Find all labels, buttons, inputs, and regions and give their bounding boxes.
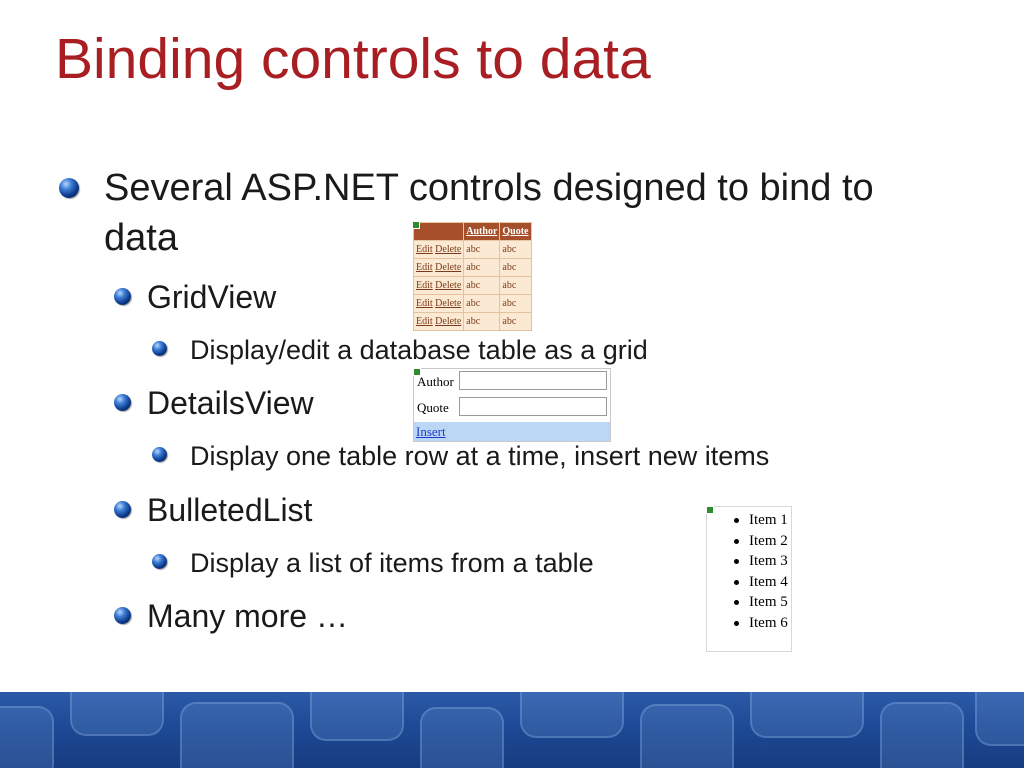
bullet-many-more: Many more …	[147, 598, 348, 634]
cell-author: abc	[463, 294, 501, 313]
footer-tile	[420, 707, 504, 768]
bullet-orb-icon	[59, 178, 79, 198]
footer-tile	[180, 702, 294, 768]
row-actions: Edit Delete	[412, 276, 465, 295]
footer-tile	[640, 704, 734, 768]
footer-tile	[70, 692, 164, 736]
gridview-table: Author Quote Edit Delete abc abc Edit De…	[412, 222, 532, 331]
cell-author: abc	[463, 240, 501, 259]
footer-tile	[880, 702, 964, 768]
bullet-orb-icon	[152, 341, 167, 356]
bullet-orb-icon	[152, 554, 167, 569]
delete-link[interactable]: Delete	[435, 280, 462, 291]
bullet-gridview-desc: Display/edit a database table as a grid	[190, 335, 648, 365]
bullet-orb-icon	[114, 607, 131, 624]
detailsview-insert-row: Insert	[414, 422, 610, 441]
list-item: Item 5	[707, 592, 788, 613]
bullet-orb-icon	[114, 501, 131, 518]
edit-link[interactable]: Edit	[416, 280, 433, 291]
control-marker-icon	[706, 506, 714, 514]
detailsview-quote-row: Quote	[414, 395, 610, 421]
bullet-detailsview-desc: Display one table row at a time, insert …	[190, 441, 770, 471]
cell-quote: abc	[499, 294, 532, 313]
bullet-bulletedlist: BulletedList	[147, 492, 313, 528]
row-actions: Edit Delete	[412, 258, 465, 277]
cell-quote: abc	[499, 276, 532, 295]
bullet-orb-icon	[152, 447, 167, 462]
table-row: Edit Delete abc abc	[412, 276, 532, 295]
gridview-sample: Author Quote Edit Delete abc abc Edit De…	[412, 221, 532, 332]
quote-field[interactable]	[459, 397, 607, 416]
bullet-main: Several ASP.NET controls designed to bin…	[104, 167, 874, 259]
edit-link[interactable]: Edit	[416, 316, 433, 327]
insert-link[interactable]: Insert	[416, 424, 446, 439]
detailsview-author-row: Author	[414, 369, 610, 395]
edit-link[interactable]: Edit	[416, 298, 433, 309]
footer-tile	[750, 692, 864, 738]
gridview-header-author[interactable]: Author	[463, 222, 501, 241]
list-item: Item 6	[707, 613, 788, 634]
cell-quote: abc	[499, 240, 532, 259]
delete-link[interactable]: Delete	[435, 298, 462, 309]
gridview-header-quote[interactable]: Quote	[499, 222, 532, 241]
slide-title: Binding controls to data	[55, 27, 651, 91]
detailsview-sample: Author Quote Insert	[413, 368, 611, 442]
cell-author: abc	[463, 258, 501, 277]
footer-tile	[310, 692, 404, 741]
list-item: Item 4	[707, 572, 788, 593]
footer-tile	[0, 706, 54, 768]
row-actions: Edit Delete	[412, 294, 465, 313]
author-label: Author	[417, 374, 454, 389]
bulleted-list: Item 1 Item 2 Item 3 Item 4 Item 5 Item …	[707, 510, 788, 633]
delete-link[interactable]: Delete	[435, 316, 462, 327]
table-row: Edit Delete abc abc	[412, 294, 532, 313]
bulletedlist-sample: Item 1 Item 2 Item 3 Item 4 Item 5 Item …	[706, 506, 792, 652]
table-row: Edit Delete abc abc	[412, 240, 532, 259]
control-marker-icon	[413, 368, 421, 376]
edit-link[interactable]: Edit	[416, 244, 433, 255]
cell-author: abc	[463, 276, 501, 295]
cell-quote: abc	[499, 258, 532, 277]
table-row: Edit Delete abc abc	[412, 258, 532, 277]
edit-link[interactable]: Edit	[416, 262, 433, 273]
row-actions: Edit Delete	[412, 312, 465, 331]
list-item: Item 2	[707, 531, 788, 552]
list-item: Item 1	[707, 510, 788, 531]
footer-decoration	[0, 692, 1024, 768]
bullet-gridview: GridView	[147, 279, 277, 315]
footer-tile	[975, 692, 1024, 746]
control-marker-icon	[412, 221, 420, 229]
row-actions: Edit Delete	[412, 240, 465, 259]
cell-quote: abc	[499, 312, 532, 331]
bullet-orb-icon	[114, 288, 131, 305]
delete-link[interactable]: Delete	[435, 244, 462, 255]
bullet-detailsview: DetailsView	[147, 385, 314, 421]
delete-link[interactable]: Delete	[435, 262, 462, 273]
cell-author: abc	[463, 312, 501, 331]
author-field[interactable]	[459, 371, 607, 390]
table-row: Edit Delete abc abc	[412, 312, 532, 331]
quote-label: Quote	[417, 400, 449, 415]
list-item: Item 3	[707, 551, 788, 572]
footer-tile	[520, 692, 624, 738]
gridview-header-row: Author Quote	[412, 222, 532, 241]
gridview-header-blank	[412, 222, 465, 241]
bullet-bulletedlist-desc: Display a list of items from a table	[190, 548, 594, 578]
bullet-orb-icon	[114, 394, 131, 411]
